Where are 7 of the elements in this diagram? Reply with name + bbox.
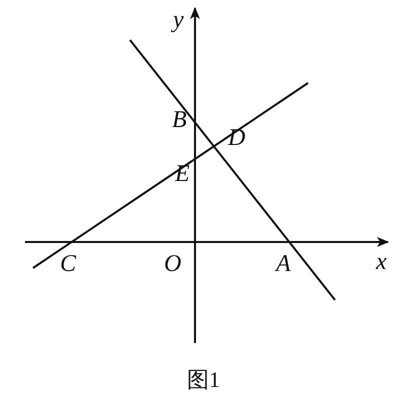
axis-label: x [376, 250, 387, 274]
caption: 图1 [187, 368, 220, 392]
point-label: B [172, 108, 187, 132]
point-label: A [276, 252, 291, 276]
point-label: O [164, 252, 182, 276]
axis-label: y [173, 8, 184, 32]
point-label: C [60, 252, 76, 276]
